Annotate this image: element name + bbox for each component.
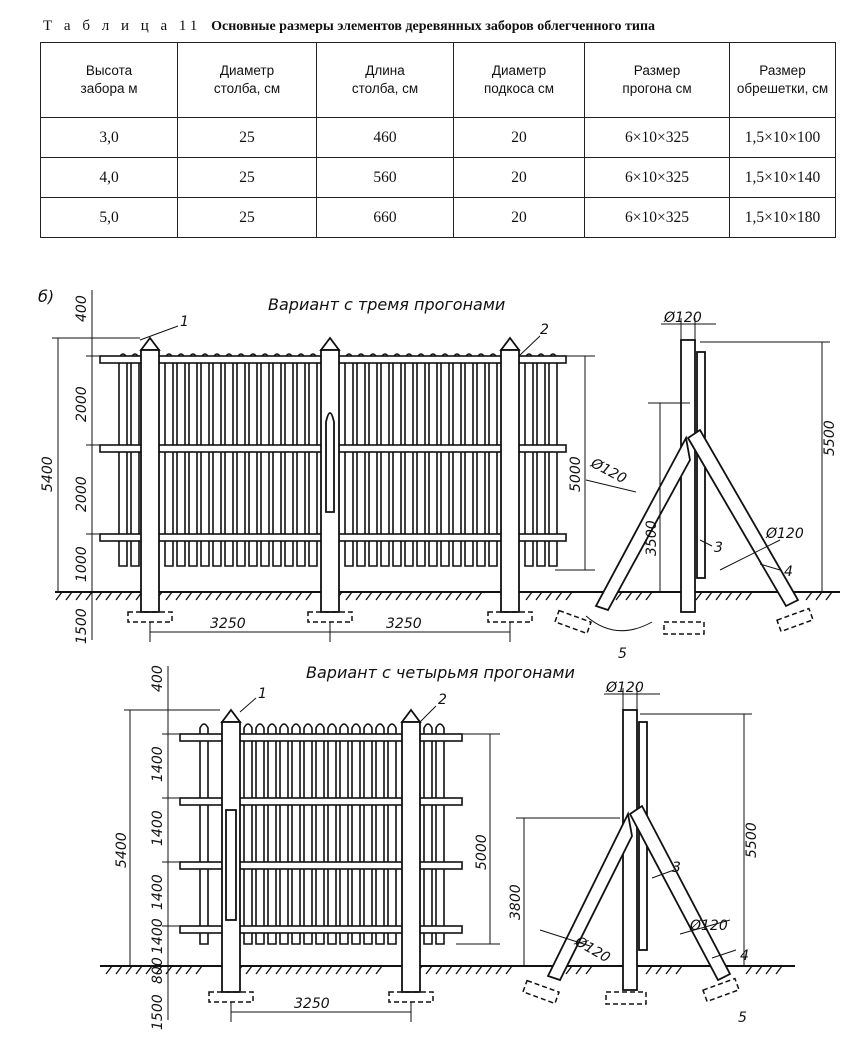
dim-span-1: 3250: [210, 616, 246, 632]
dim2-800: 800: [150, 957, 166, 984]
side2-brace-left: [546, 811, 633, 982]
dim2-inner-5000: 5000: [474, 834, 490, 870]
dim-span-2: 3250: [386, 616, 422, 632]
post-footings: [127, 611, 533, 623]
posts-2: [220, 708, 422, 993]
table-cell: 4,0: [40, 157, 178, 198]
callout-1: 1: [180, 314, 189, 330]
figure-label: б): [38, 287, 54, 306]
table-row: 4,0 25 560 20 6×10×325 1,5×10×140: [40, 157, 836, 198]
dim-400: 400: [74, 295, 90, 322]
dim2-1500: 1500: [150, 994, 166, 1030]
table-cell: 6×10×325: [584, 117, 730, 158]
variant2-title: Вариант с четырьмя прогонами: [306, 663, 575, 682]
table-cell: 20: [453, 117, 585, 158]
side-brace-left: [594, 435, 691, 612]
dim2-span: 3250: [294, 996, 330, 1012]
side2-diam-brace: Ø120: [571, 933, 613, 966]
table-number: Т а б л и ц а 11: [43, 18, 202, 34]
dim-2000-lower: 2000: [74, 476, 90, 512]
dimension-lines-2: [124, 666, 500, 1022]
ground-line: [55, 591, 840, 601]
side-brace-right: [686, 428, 800, 608]
dim2-400: 400: [150, 665, 166, 692]
side-diam-brace: Ø120: [587, 455, 629, 487]
table-cell: 6×10×325: [584, 197, 730, 238]
side-dim-5500: 5500: [822, 420, 838, 456]
dim2-1400-d: 1400: [150, 918, 166, 954]
table-cell: 1,5×10×140: [729, 157, 836, 198]
side2-dim-3800: 3800: [508, 884, 524, 920]
side2-diam-top: Ø120: [605, 680, 644, 696]
table-cell: 25: [177, 157, 317, 198]
side-post: [680, 339, 696, 613]
dim2-1400-b: 1400: [150, 810, 166, 846]
side2-diam-brace-right: Ø120: [689, 918, 728, 934]
fence-drawing: б) Вариант с тремя прогонами: [38, 287, 840, 1030]
side2-callout-5: 5: [738, 1010, 747, 1026]
side2-callout-4: 4: [740, 948, 749, 964]
pickets-2: [199, 723, 445, 945]
table-cell: 1,5×10×100: [729, 117, 836, 158]
side-callout-3: 3: [714, 540, 723, 556]
variant2-side-view: Ø120 Ø120 Ø120 5500 3800 3 4 5: [508, 680, 760, 1026]
posts: [139, 336, 521, 613]
side2-brace-right: [628, 804, 732, 982]
table-cell: 1,5×10×180: [729, 197, 836, 238]
dim2-1400-a: 1400: [150, 746, 166, 782]
table-cell: 25: [177, 117, 317, 158]
dimension-lines: [52, 290, 595, 642]
table-cell: 20: [453, 197, 585, 238]
callout2-1: 1: [258, 686, 267, 702]
table-row: 5,0 25 660 20 6×10×325 1,5×10×180: [40, 197, 836, 238]
ground-line-2: [100, 965, 795, 975]
table-cell: 6×10×325: [584, 157, 730, 198]
side2-callout-3: 3: [672, 860, 681, 876]
rails-2: [179, 733, 463, 934]
table-cell: 460: [316, 117, 454, 158]
table-title: Основные размеры элементов деревянных за…: [211, 19, 656, 34]
dim-inner-5000: 5000: [568, 456, 584, 492]
table-cell: 5,0: [40, 197, 178, 238]
table-cell: 25: [177, 197, 317, 238]
side-diam-top: Ø120: [663, 310, 702, 326]
side2-dim-5500: 5500: [744, 822, 760, 858]
dim-total-5400: 5400: [40, 456, 56, 492]
side-diam-brace-right: Ø120: [765, 526, 804, 542]
side-callout-5: 5: [618, 646, 627, 662]
side-dim-3500: 3500: [644, 520, 660, 556]
callout2-2: 2: [438, 692, 447, 708]
dim2-1400-c: 1400: [150, 874, 166, 910]
table-cell: 660: [316, 197, 454, 238]
table-caption: Т а б л и ц а 11 Основные размеры элемен…: [43, 18, 843, 35]
table-row: 3,0 25 460 20 6×10×325 1,5×10×100: [40, 117, 836, 158]
variant2-front-view: Вариант с четырьмя прогонами: [100, 663, 795, 1030]
pickets: [118, 353, 558, 567]
variant1-title: Вариант с тремя прогонами: [268, 295, 505, 314]
table-cell: 560: [316, 157, 454, 198]
dim-2000-upper: 2000: [74, 386, 90, 422]
dim2-total-5400: 5400: [114, 832, 130, 868]
dim-1500: 1500: [74, 608, 90, 644]
table-cell: 20: [453, 157, 585, 198]
dim-1000: 1000: [74, 546, 90, 582]
callout-2: 2: [540, 322, 549, 338]
table-cell: 3,0: [40, 117, 178, 158]
side-callout-4: 4: [784, 564, 793, 580]
variant1-side-view: Ø120 Ø120 Ø120 5500 3500 3 4 5: [554, 310, 838, 662]
variant1-front-view: Вариант с тремя прогонами: [40, 290, 840, 644]
